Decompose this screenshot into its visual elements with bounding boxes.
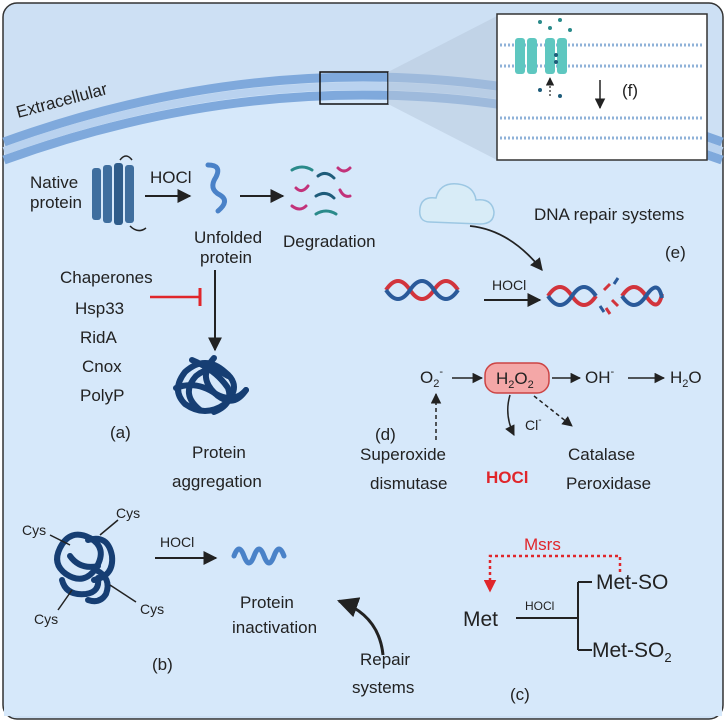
sod-label-1: Superoxide <box>360 445 446 464</box>
cys-label-1: Cys <box>22 522 46 538</box>
panel-b-label: (b) <box>152 655 173 674</box>
repair-label-2: systems <box>352 678 414 697</box>
inset-panel-f: (f) <box>496 13 708 161</box>
hocl-product-label: HOCl <box>486 468 529 487</box>
cys-protein-icon <box>54 531 116 605</box>
chloride-label: Cl- <box>525 415 542 433</box>
met-so2-label: Met-SO2 <box>592 639 672 665</box>
dna-repair-label: DNA repair systems <box>534 205 684 224</box>
dna-helix-damaged <box>546 277 664 315</box>
degradation-label: Degradation <box>283 232 376 251</box>
panel-d-label: (d) <box>375 425 396 444</box>
hocl-label-a: HOCl <box>150 168 192 187</box>
cys-label-3: Cys <box>34 611 58 627</box>
hydroxide-label: OH- <box>585 366 615 387</box>
panel-c-label: (c) <box>510 685 530 704</box>
zoom-projection <box>388 16 497 160</box>
dna-helix-intact <box>384 279 460 301</box>
chaperone-3: Cnox <box>82 357 122 376</box>
inactivated-protein-icon <box>231 546 287 566</box>
panel-c: Msrs Met HOCl Met-SO Met-SO2 (c) <box>463 535 672 704</box>
panel-d: O2- H2O2 OH- H2O (d) Cl- Superoxide dism… <box>360 362 702 493</box>
cys-label-4: Cys <box>140 601 164 617</box>
aggregation-label-2: aggregation <box>172 472 262 491</box>
met-label: Met <box>463 608 498 631</box>
catalase-label-1: Catalase <box>568 445 635 464</box>
native-protein-icon <box>92 155 147 232</box>
superoxide-symbol: O2- <box>420 366 443 390</box>
panel-e-label: (e) <box>665 243 686 262</box>
inactivation-label-2: inactivation <box>232 618 317 637</box>
degradation-icon <box>290 165 352 216</box>
cloud-icon <box>418 183 495 225</box>
water-label: H2O <box>670 368 702 390</box>
cys-label-2: Cys <box>116 505 140 521</box>
repair-label-1: Repair <box>360 650 410 669</box>
hocl-label-b: HOCl <box>160 534 194 550</box>
unfolded-label-1: Unfolded <box>194 228 262 247</box>
panel-e: DNA repair systems (e) HOCl <box>384 183 686 315</box>
unfolded-protein-icon <box>205 162 227 214</box>
chaperone-2: RidA <box>80 328 118 347</box>
chaperone-0: Chaperones <box>60 268 153 287</box>
inactivation-label-1: Protein <box>240 593 294 612</box>
met-so-label: Met-SO <box>596 571 668 594</box>
h2o2-box <box>484 362 550 394</box>
panel-a-label: (a) <box>110 423 131 442</box>
hocl-label-c: HOCl <box>525 599 554 613</box>
msrs-label: Msrs <box>524 535 561 554</box>
protein-aggregate-icon <box>173 355 249 415</box>
panel-a: Native protein HOCl Unfolded protein Deg… <box>30 155 376 491</box>
panel-b: Cys Cys Cys Cys HOCl Protein inactivatio… <box>22 505 414 697</box>
catalase-label-2: Peroxidase <box>566 474 651 493</box>
sod-label-2: dismutase <box>370 474 447 493</box>
native-protein-label-2: protein <box>30 193 82 212</box>
chaperone-4: PolyP <box>80 386 124 405</box>
panel-f-label: (f) <box>622 81 638 100</box>
hocl-label-e: HOCl <box>492 277 526 293</box>
chaperone-1: Hsp33 <box>75 299 124 318</box>
unfolded-label-2: protein <box>200 248 252 267</box>
h2o2-label: H2O2 <box>496 369 534 391</box>
aggregation-label-1: Protein <box>192 443 246 462</box>
native-protein-label-1: Native <box>30 173 78 192</box>
